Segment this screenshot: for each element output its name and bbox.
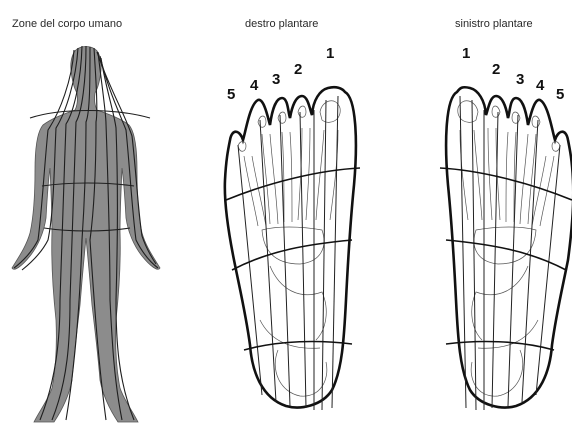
left-toe-number-5: 5 bbox=[556, 86, 564, 103]
left-foot-title: sinistro plantare bbox=[455, 18, 533, 30]
right-foot-title: destro plantare bbox=[245, 18, 318, 30]
left-toe-number-4: 4 bbox=[536, 77, 545, 94]
human-body-figure bbox=[12, 46, 160, 422]
left-toe-number-2: 2 bbox=[492, 61, 500, 78]
right-foot-diagram: 5 4 3 2 1 bbox=[225, 45, 360, 410]
right-toe-number-4: 4 bbox=[250, 77, 259, 94]
right-toe-number-3: 3 bbox=[272, 71, 280, 88]
left-toe-number-3: 3 bbox=[516, 71, 524, 88]
right-toe-number-2: 2 bbox=[294, 61, 302, 78]
left-toe-number-1: 1 bbox=[462, 45, 470, 62]
right-toe-number-5: 5 bbox=[227, 86, 235, 103]
body-silhouette bbox=[12, 47, 160, 423]
left-foot-diagram: 1 2 3 4 5 bbox=[440, 45, 572, 410]
body-zones-title: Zone del corpo umano bbox=[12, 18, 122, 30]
right-toe-number-1: 1 bbox=[326, 45, 334, 62]
